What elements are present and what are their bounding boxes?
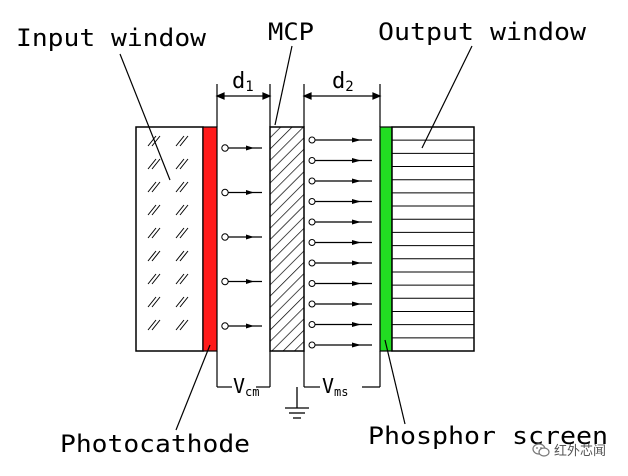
electron-arrow xyxy=(308,321,372,328)
hatch-mark xyxy=(175,135,185,147)
electron-arrow xyxy=(308,239,372,246)
electron-arrow xyxy=(308,280,372,287)
hatch-mark xyxy=(179,273,189,285)
hatch-mark xyxy=(179,319,189,331)
label-output-window: Output window xyxy=(378,18,587,46)
hatch-mark xyxy=(175,181,185,193)
hatch-mark xyxy=(147,135,157,147)
bracket-vcm xyxy=(216,351,271,388)
gap1-electrons xyxy=(221,144,262,330)
hatch-mark xyxy=(175,296,185,308)
hatch-mark xyxy=(175,204,185,216)
leader-mcp xyxy=(274,45,293,126)
leader-output-window xyxy=(421,45,473,149)
hatch-mark xyxy=(179,250,189,262)
hatch-mark xyxy=(151,158,161,170)
watermark-text: 红外芯闻 xyxy=(554,444,607,459)
photocathode xyxy=(202,126,218,352)
label-input-window: Input window xyxy=(16,24,207,52)
output-window xyxy=(391,126,475,352)
hatch-mark xyxy=(175,319,185,331)
hatch-mark xyxy=(151,227,161,239)
bracket-vms xyxy=(303,351,381,388)
electron-arrow xyxy=(308,259,372,267)
electron-arrow xyxy=(308,136,372,144)
electron-arrow xyxy=(308,300,372,308)
watermark: 红外芯闻 xyxy=(532,440,606,459)
electron-arrow xyxy=(308,177,372,185)
electron-arrow xyxy=(221,233,262,241)
hatch-mark xyxy=(179,135,189,147)
hatch-mark xyxy=(147,250,157,262)
wechat-icon xyxy=(532,442,550,457)
hatch-mark xyxy=(151,250,161,262)
dimension-d2 xyxy=(302,84,382,127)
hatch-mark xyxy=(175,250,185,262)
label-d2: d2 xyxy=(332,69,354,95)
input-window xyxy=(135,126,204,352)
hatch-mark xyxy=(151,319,161,331)
hatch-mark xyxy=(147,227,157,239)
output-window-lines xyxy=(392,139,474,339)
leader-phosphor xyxy=(384,339,406,425)
hatch-mark xyxy=(147,319,157,331)
leader-photocathode xyxy=(175,344,211,431)
label-vms: Vms xyxy=(322,374,349,399)
hatch-mark xyxy=(179,296,189,308)
hatch-mark xyxy=(147,296,157,308)
mcp-plate xyxy=(269,126,305,352)
hatch-mark xyxy=(151,273,161,285)
hatch-mark xyxy=(151,181,161,193)
electron-arrow xyxy=(308,218,372,226)
label-mcp: MCP xyxy=(268,18,314,46)
electron-arrow xyxy=(221,277,262,286)
leader-lines xyxy=(119,45,473,431)
label-d1: d1 xyxy=(232,69,254,95)
gap2-electrons xyxy=(308,136,372,349)
input-window-hatch xyxy=(147,135,189,331)
hatch-mark xyxy=(175,273,185,285)
hatch-mark xyxy=(179,158,189,170)
label-vcm: Vcm xyxy=(233,374,260,399)
phosphor-screen xyxy=(379,126,393,352)
ground-symbol xyxy=(285,387,309,419)
electron-arrow xyxy=(308,198,372,205)
leader-input-window xyxy=(119,53,171,181)
hatch-mark xyxy=(151,296,161,308)
dimension-d1 xyxy=(215,84,272,127)
hatch-mark xyxy=(175,227,185,239)
label-photocathode: Photocathode xyxy=(60,430,250,458)
label-phosphor-screen: Phosphor screen xyxy=(368,422,608,450)
hatch-mark xyxy=(147,204,157,216)
hatch-mark xyxy=(147,273,157,285)
electron-arrow xyxy=(308,341,372,349)
hatch-mark xyxy=(151,135,161,147)
hatch-mark xyxy=(147,158,157,170)
electron-arrow xyxy=(308,157,372,164)
electron-arrow xyxy=(221,188,262,197)
hatch-mark xyxy=(151,204,161,216)
electron-arrow xyxy=(221,144,262,152)
hatch-mark xyxy=(147,181,157,193)
hatch-mark xyxy=(179,204,189,216)
electron-arrow xyxy=(221,322,262,330)
hatch-mark xyxy=(179,181,189,193)
hatch-mark xyxy=(175,158,185,170)
hatch-mark xyxy=(179,227,189,239)
